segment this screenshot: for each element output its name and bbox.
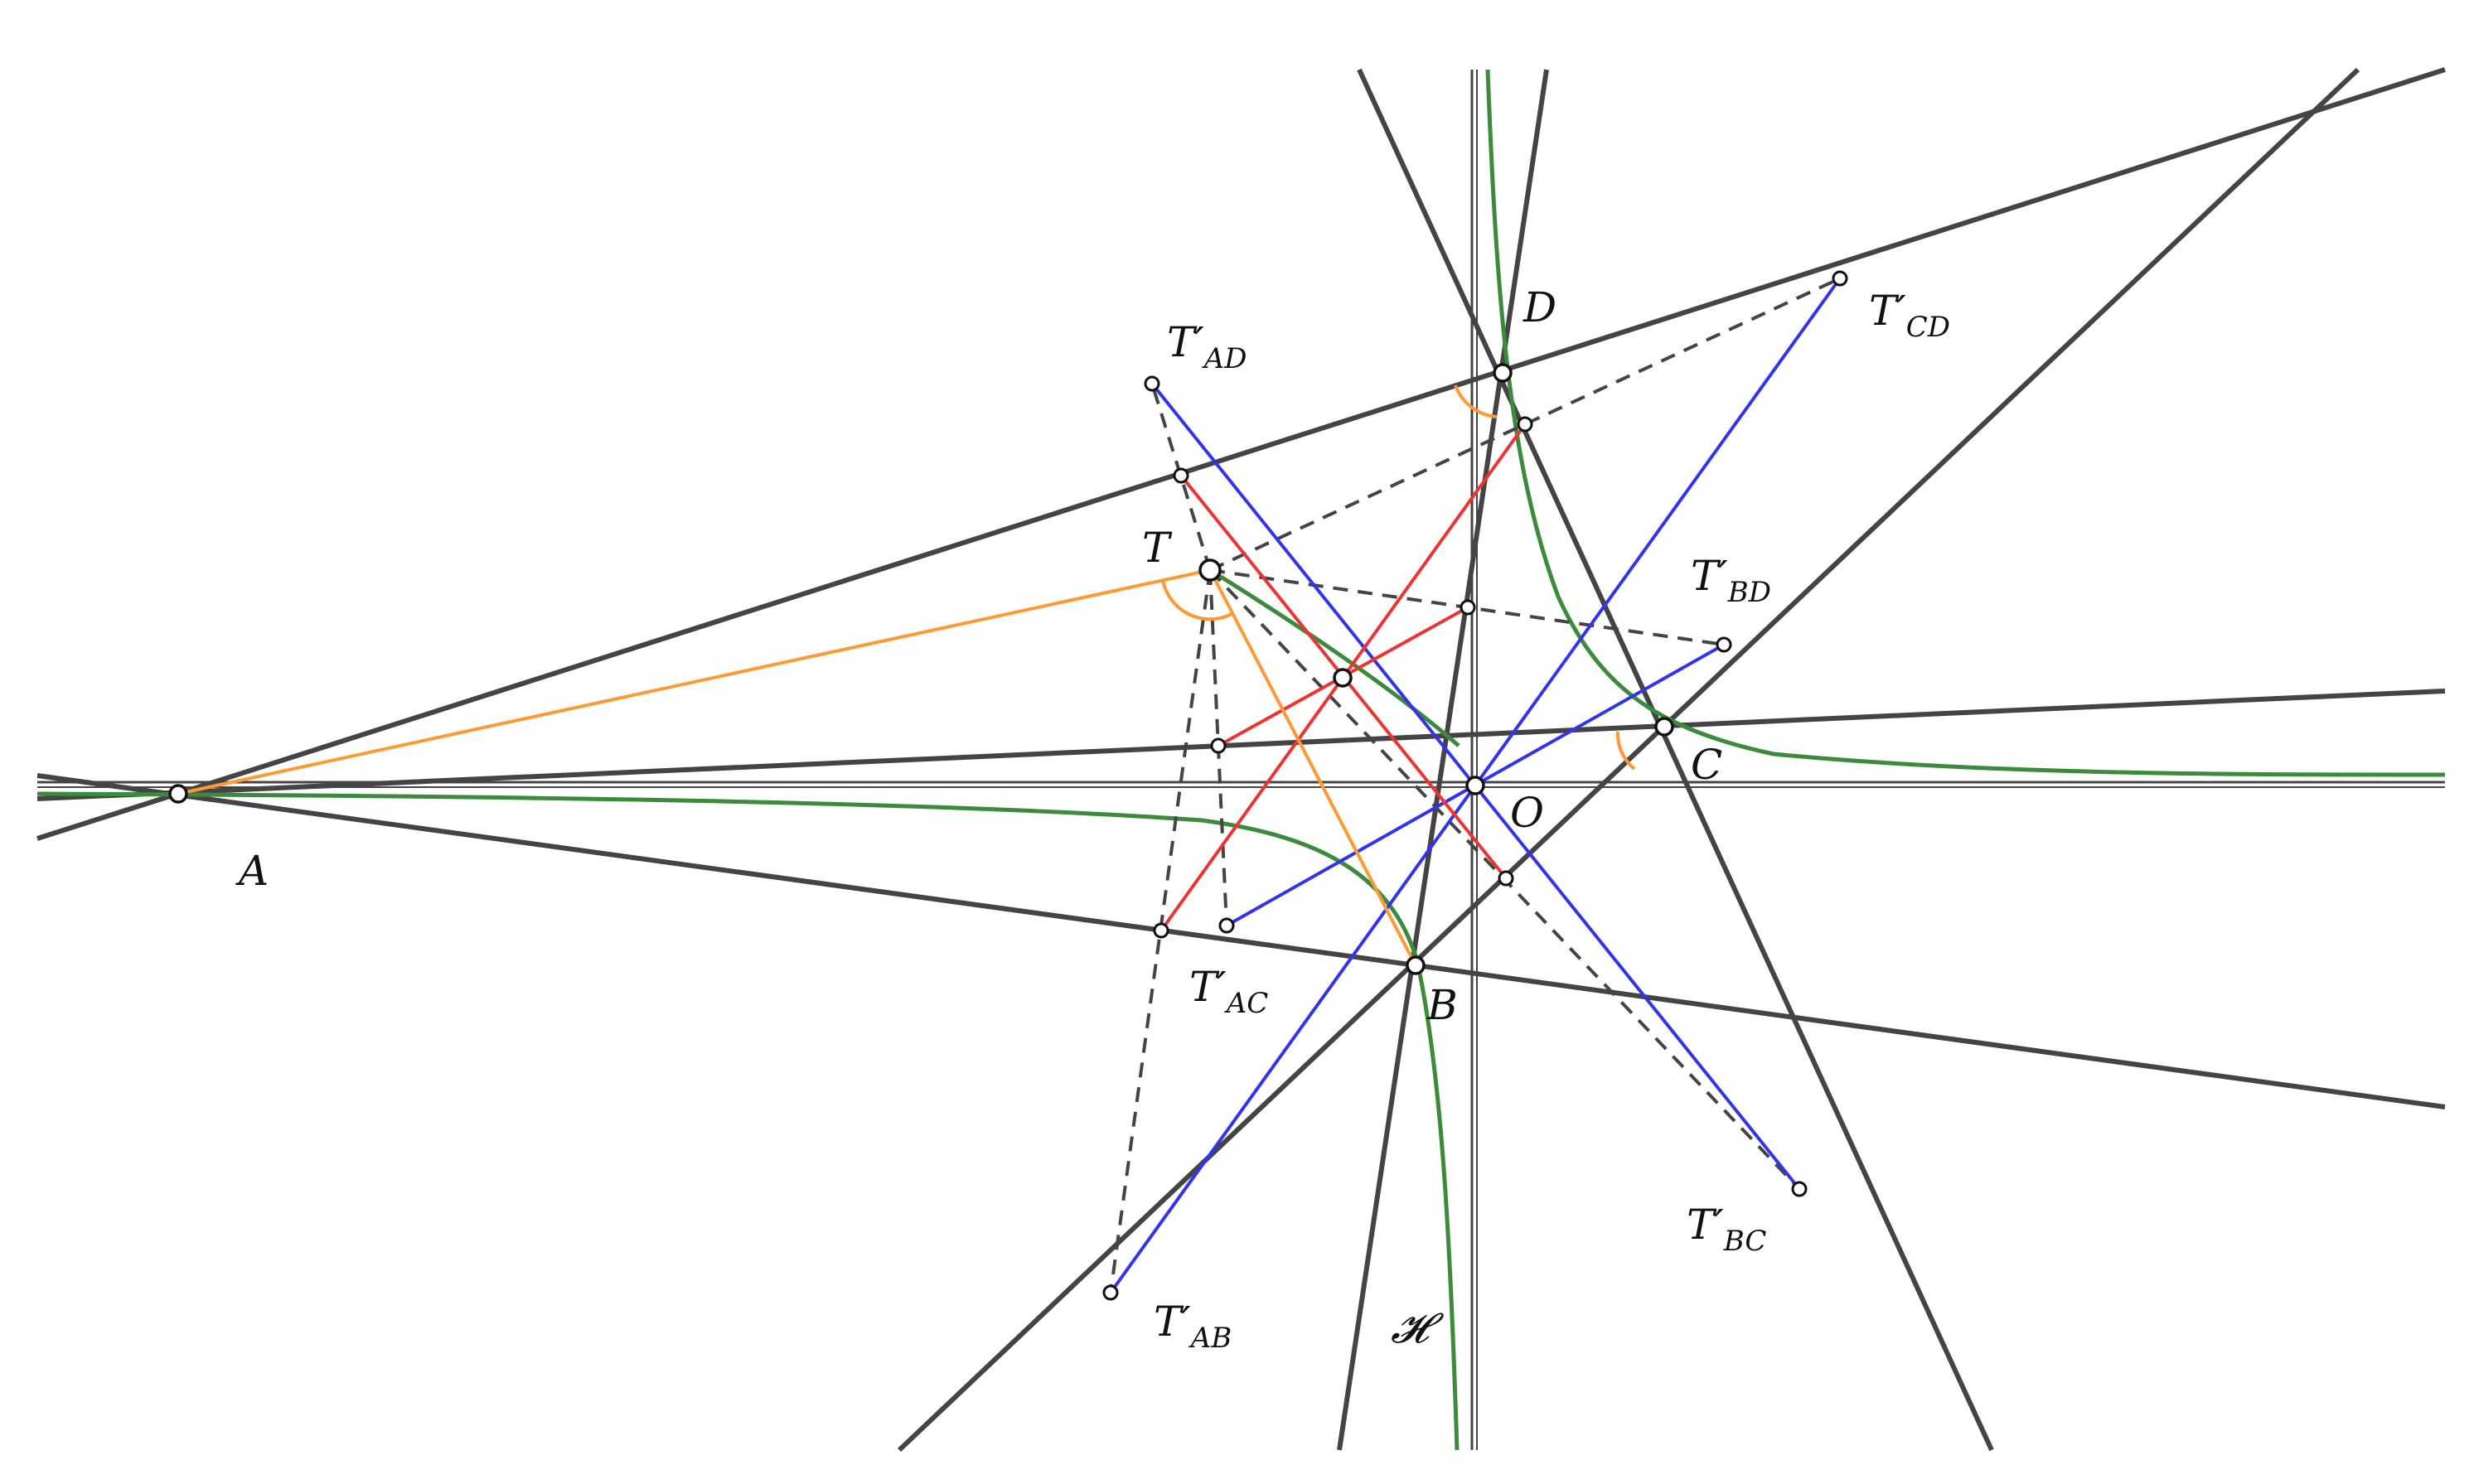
point-red-1 xyxy=(1173,467,1189,484)
point-red-2 xyxy=(1517,416,1533,433)
label-t-bd: T′BD xyxy=(1691,552,1771,609)
orange-lines xyxy=(177,568,1417,966)
asymptotes xyxy=(37,70,2445,1450)
label-t-ad-sub: AD xyxy=(1202,342,1247,375)
orange-A-T xyxy=(177,568,1211,795)
point-C xyxy=(1654,717,1674,737)
angle-arc-T xyxy=(1161,579,1234,621)
dashed-T-TAB xyxy=(1109,569,1212,1293)
label-t-ac: T′AC xyxy=(1189,963,1268,1020)
dashed-T-TCD xyxy=(1209,277,1841,572)
label-t-cd: T′CD xyxy=(1869,287,1950,344)
label-t-bc-main: T′ xyxy=(1687,1201,1724,1249)
label-H: 𝓗 xyxy=(1391,1304,1445,1352)
angle-arcs xyxy=(1161,384,1636,771)
point-O xyxy=(1465,776,1485,795)
hyperbola-branch-upper xyxy=(1485,69,2446,777)
label-t-bd-main: T′ xyxy=(1691,552,1728,600)
point-red-5 xyxy=(1153,922,1169,939)
label-t-bc: T′BC xyxy=(1687,1201,1766,1258)
hyperbola-H xyxy=(36,69,2446,1451)
label-t-ab-sub: AB xyxy=(1189,1322,1232,1355)
labels: A B C D O T 𝓗 T′AD T′CD T′BD T′AC T′BC T… xyxy=(235,283,1950,1355)
line-AD xyxy=(36,67,2446,841)
point-T-BC xyxy=(1791,1181,1808,1197)
line-AB xyxy=(36,773,2446,1109)
orange-T-B xyxy=(1208,569,1417,966)
point-A xyxy=(168,784,188,804)
point-red-6 xyxy=(1498,870,1514,887)
point-center xyxy=(1333,668,1353,688)
label-O: O xyxy=(1510,789,1544,837)
label-t-ab-main: T′ xyxy=(1154,1298,1191,1346)
dashed-T-TAD xyxy=(1150,383,1212,571)
label-C: C xyxy=(1691,741,1722,789)
label-t-ab: T′AB xyxy=(1154,1298,1232,1355)
point-T-AD xyxy=(1144,375,1160,392)
point-T-AC xyxy=(1218,917,1235,934)
label-T: T xyxy=(1142,524,1173,572)
label-B: B xyxy=(1426,981,1458,1029)
point-T-AB xyxy=(1102,1284,1119,1301)
angle-arc-D xyxy=(1454,384,1498,418)
label-A: A xyxy=(235,847,269,895)
label-t-bc-sub: BC xyxy=(1723,1225,1767,1258)
point-T-CD xyxy=(1832,270,1848,287)
point-B xyxy=(1406,955,1426,975)
point-T xyxy=(1198,558,1222,582)
line-AC xyxy=(36,689,2446,801)
hyperbola-branch-lower xyxy=(36,791,1460,1451)
label-t-ad: T′AD xyxy=(1167,318,1247,375)
angle-arc-C xyxy=(1615,731,1636,771)
label-t-ac-sub: AC xyxy=(1224,987,1269,1020)
point-red-3 xyxy=(1460,599,1476,616)
label-t-ac-main: T′ xyxy=(1189,963,1227,1011)
label-D: D xyxy=(1523,283,1556,331)
line-BD xyxy=(1337,69,1549,1451)
point-T-BD xyxy=(1716,636,1732,653)
point-D xyxy=(1493,363,1513,383)
quadrilateral-lines xyxy=(36,67,2446,1453)
point-red-4 xyxy=(1210,737,1227,754)
line-BC xyxy=(897,67,2360,1453)
label-t-cd-main: T′ xyxy=(1869,287,1906,335)
main-points xyxy=(168,363,1674,975)
label-t-cd-sub: CD xyxy=(1906,311,1950,344)
label-t-bd-sub: BD xyxy=(1727,576,1771,609)
line-CD xyxy=(1357,68,1994,1452)
hyperbola-branch-middle xyxy=(1208,568,1460,747)
label-t-ad-main: T′ xyxy=(1167,318,1204,366)
small-points xyxy=(1102,270,1848,1301)
